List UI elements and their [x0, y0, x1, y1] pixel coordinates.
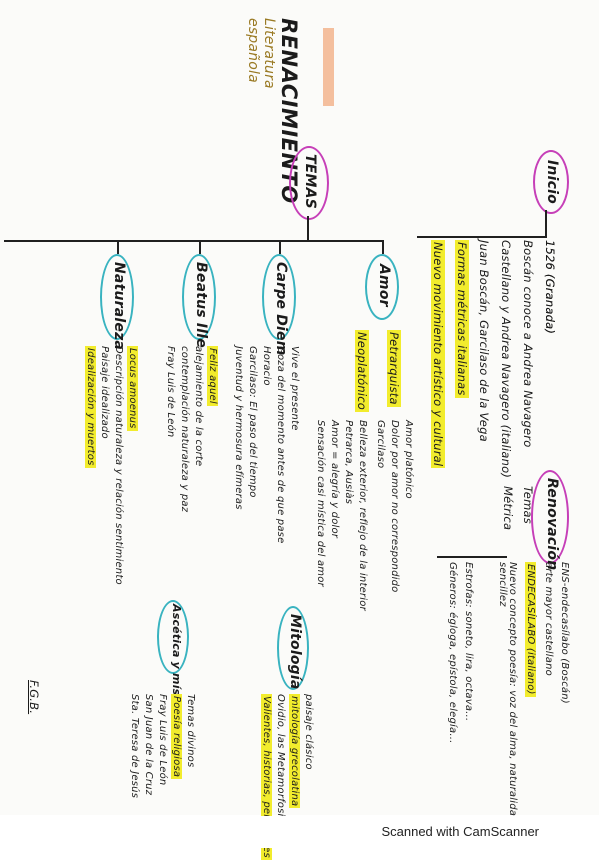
carpe-label: Carpe Diem [273, 262, 289, 356]
temas-trunk [4, 240, 384, 242]
beatus-item: Feliz aquel [207, 346, 218, 406]
carpe-item: Garcilaso: El paso del tiempo [247, 346, 258, 498]
beatus-label: Beatus Ille [193, 262, 209, 348]
carpe-item: Juventud y hermosura efímeras [233, 346, 244, 510]
inicio-item: Juan Boscán, Garcilaso de la Vega [477, 240, 491, 442]
amor-petrarquista: Petrarquista [387, 330, 401, 407]
amor-b-item: Petrarca, Ausiàs [343, 420, 354, 505]
carpe-branch [279, 240, 281, 254]
beatus-item: Fray Luis de León [165, 346, 176, 438]
notebook-paper: RENACIMIENTO Literatura española Inicio … [4, 18, 570, 860]
temas-label: TEMAS [302, 154, 318, 209]
amor-b-item: Belleza exterior, reflejo de la interior [357, 420, 368, 611]
religiosa-item-highlight: Poesía religiosa [171, 694, 182, 780]
naturaleza-item: Descripción naturaleza y relación sentim… [113, 346, 124, 585]
naturaleza-item-highlight: Idealización y muertos [85, 346, 96, 468]
inicio-item: Boscán conoce a Andrea Navagero [521, 240, 535, 448]
author-initials: F.G.B. [27, 680, 41, 715]
metrica-item: Estrofas: soneto, lira, octava... [463, 562, 474, 722]
mitologia-item: paisaje clásico [303, 694, 314, 770]
metrica-vertical [437, 556, 507, 558]
renovacion-temas: Temas [521, 486, 535, 524]
metrica-item: Nuevo concepto poesía: voz del alma, nat… [497, 562, 518, 827]
temas-connector [307, 216, 309, 240]
amor-petrarquista-highlight: Petrarquista [387, 330, 401, 407]
amor-b-item: Sensación casi mística del amor [315, 420, 326, 587]
amor-a-item: Dolor por amor no correspondido [389, 420, 400, 593]
naturaleza-item: Paisaje idealizado [99, 346, 110, 439]
inicio-item: Castellano y Andrea Navagero (italiano) [499, 240, 513, 479]
inicio-item-1526: 1526 (Granada) [543, 240, 557, 335]
orange-marker-stroke [323, 28, 334, 106]
religiosa-item: Sta. Teresa de Jesús [129, 694, 140, 799]
naturaleza-label: Naturaleza [111, 262, 127, 351]
mitologia-label: Mitología [287, 614, 303, 690]
inicio-item: Formas métricas italianas [455, 240, 469, 398]
scanner-footer: Scanned with CamScanner [0, 816, 599, 848]
amor-b-item: Amor = alegría y dolor [329, 420, 340, 539]
inicio-vertical [417, 236, 547, 238]
religiosa-item: Poesía religiosa [171, 694, 182, 780]
mitologia-item: mitología grecolatina [289, 694, 300, 809]
mitologia-item-highlight: mitología grecolatina [289, 694, 300, 809]
mitologia-item: Ovidio, las Metamorfosis [275, 694, 286, 822]
renovacion-metrica: Métrica [501, 486, 515, 531]
scanner-watermark-text: Scanned with CamScanner [381, 824, 539, 839]
subtitle-line-1: Literatura [261, 18, 277, 89]
naturaleza-branch [117, 240, 119, 254]
inicio-item-highlight: Formas métricas italianas [455, 240, 469, 398]
subtitle-line-2: española [245, 18, 261, 83]
amor-branch [382, 240, 384, 254]
carpe-item: Horacio [261, 346, 272, 386]
metrica-item: ENDECASÍLABO (italiano) [525, 562, 536, 697]
beatus-item: alejamiento de la corte [193, 346, 204, 467]
naturaleza-item: Locus amoenus [127, 346, 138, 431]
beatus-item: contemplación naturaleza y paz [179, 346, 190, 513]
inicio-connector [545, 210, 547, 236]
amor-a-item: Amor platónico [403, 420, 414, 499]
amor-neoplatonico: Neoplatónico [355, 330, 369, 413]
beatus-branch [199, 240, 201, 254]
renovacion-label: Renovación [544, 478, 560, 571]
amor-a-item: Garcilaso [375, 420, 386, 469]
religiosa-item: Temas divinos [185, 694, 196, 768]
inicio-item-highlight: Nuevo movimiento artístico y cultural [431, 240, 445, 469]
inicio-item: Nuevo movimiento artístico y cultural [431, 240, 445, 469]
naturaleza-item-highlight: Locus amoenus [127, 346, 138, 431]
carpe-item: Vive el presente [289, 346, 300, 431]
metrica-item: arte mayor castellano [543, 562, 554, 676]
metrica-item: ENS-endecasílabo (Boscán) [559, 562, 570, 704]
inicio-label: Inicio [544, 160, 560, 204]
amor-neoplatonico-highlight: Neoplatónico [355, 330, 369, 413]
carpe-item: Goza del momento antes de que pase [275, 346, 286, 544]
naturaleza-item: Idealización y muertos [85, 346, 96, 468]
beatus-item-highlight: Feliz aquel [207, 346, 218, 406]
religiosa-item: San Juan de la Cruz [143, 694, 154, 796]
metrica-item: Géneros: égloga, epístola, elegía... [447, 562, 458, 744]
religiosa-item: Fray Luis de León [157, 694, 168, 786]
metrica-item-highlight: ENDECASÍLABO (italiano) [525, 562, 536, 697]
amor-label: Amor [376, 264, 392, 307]
